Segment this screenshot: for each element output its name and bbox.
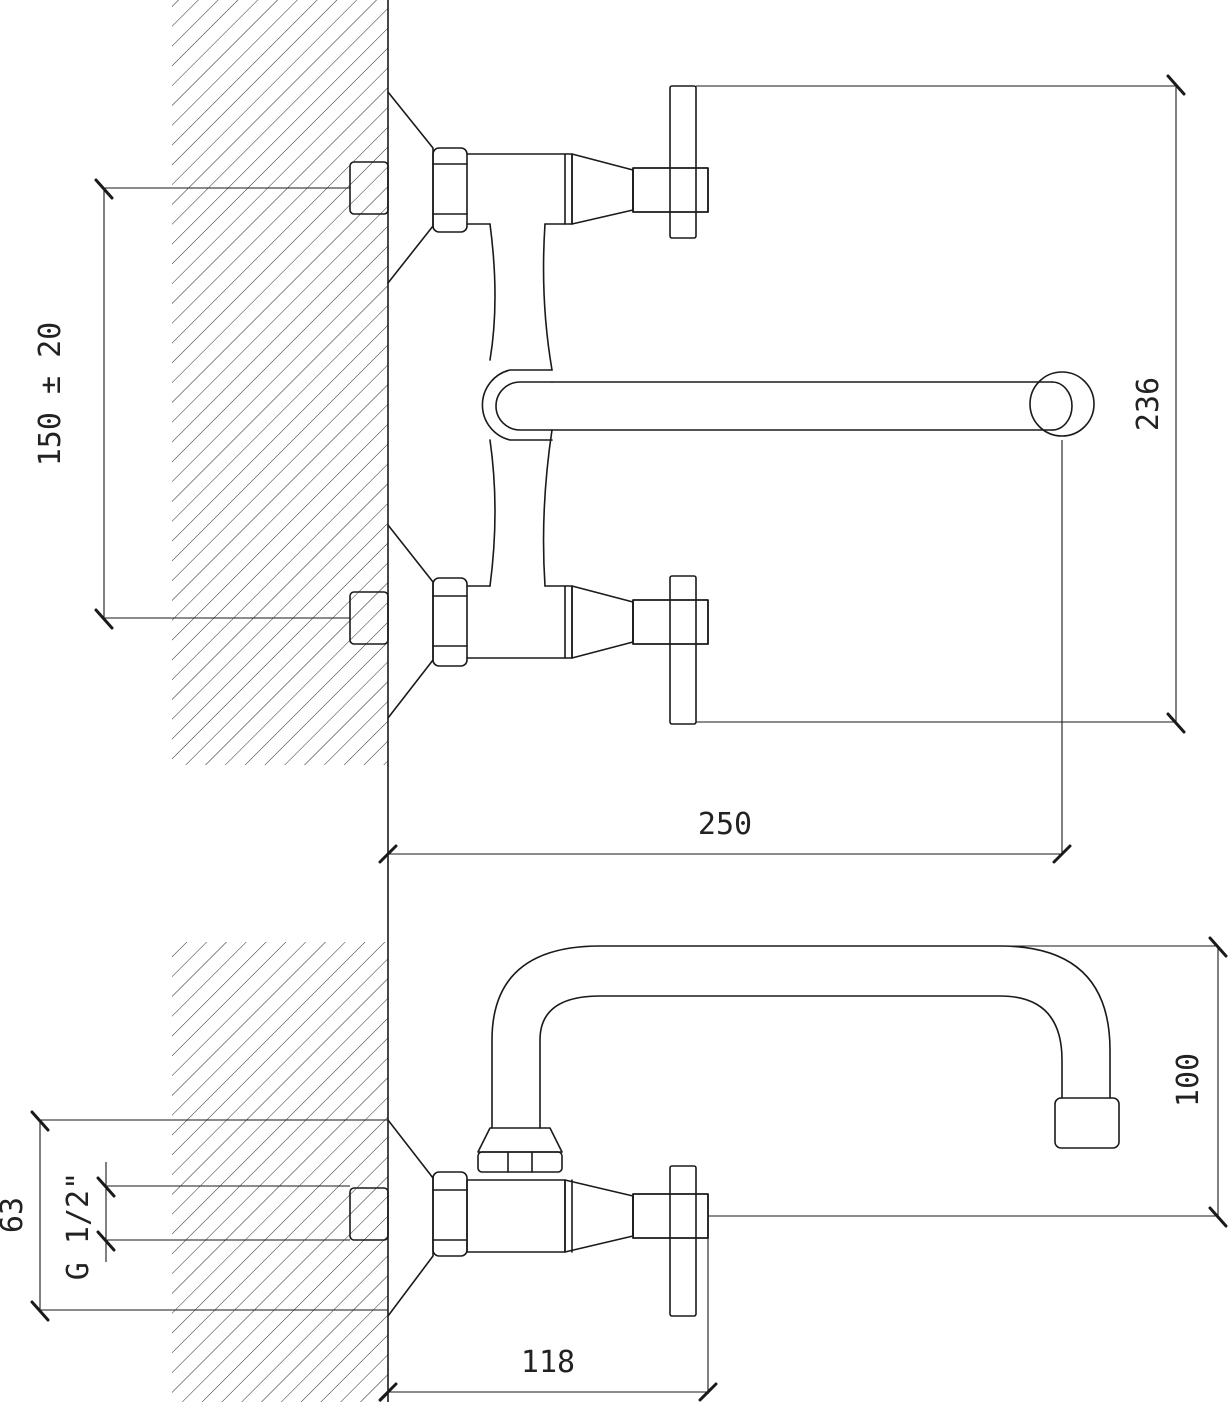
dimension-63 xyxy=(30,1110,388,1322)
dimension-236 xyxy=(696,74,1186,734)
label-250: 250 xyxy=(698,807,752,842)
top-lower-inlet xyxy=(349,524,709,725)
dimension-150 xyxy=(94,178,350,630)
wall-bottom xyxy=(172,764,389,1402)
dimension-100 xyxy=(708,936,1228,1228)
side-view-mixer xyxy=(349,945,1120,1317)
top-spout xyxy=(481,369,1095,441)
label-236: 236 xyxy=(1131,377,1166,431)
top-upper-inlet xyxy=(349,85,709,284)
dimension-250 xyxy=(378,440,1072,864)
label-118: 118 xyxy=(521,1345,575,1380)
label-150: 150 ± 20 xyxy=(33,322,68,467)
dimension-118 xyxy=(378,1238,718,1402)
label-63: 63 xyxy=(0,1197,30,1233)
label-100: 100 xyxy=(1171,1053,1206,1107)
top-view-mixer xyxy=(349,85,1095,725)
label-g12: G 1/2" xyxy=(61,1172,96,1280)
wall-top xyxy=(172,0,389,766)
dimension-g12 xyxy=(96,1162,350,1262)
top-mixer-body xyxy=(489,223,553,587)
